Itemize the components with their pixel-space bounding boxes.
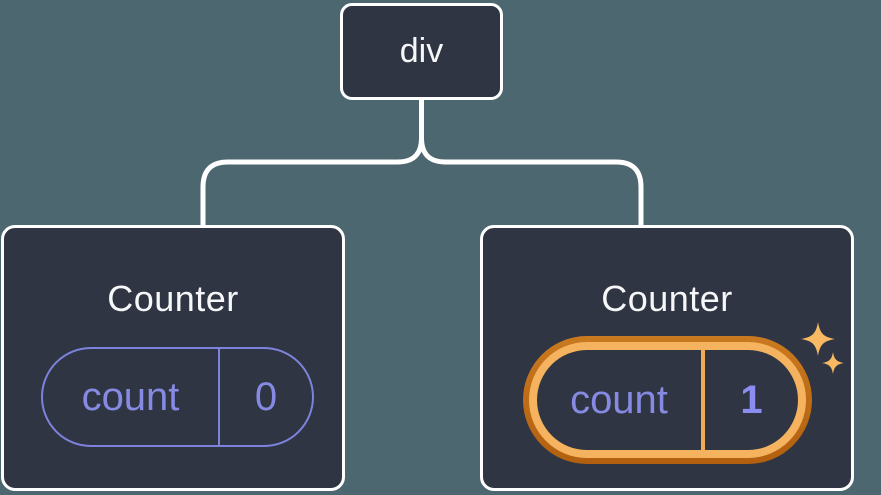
root-node-label: div xyxy=(399,32,444,70)
sparkle-large xyxy=(801,322,835,356)
counter-node-left: Counter count 0 xyxy=(1,225,345,491)
connector-left xyxy=(200,97,424,231)
sparkle-small xyxy=(822,352,844,374)
root-node-div: div xyxy=(340,3,503,100)
state-value-cell-left: 0 xyxy=(220,349,312,445)
state-value-right: 1 xyxy=(740,377,763,422)
state-value-cell-right: 1 xyxy=(705,350,798,450)
state-pill-right: count 1 xyxy=(537,350,798,450)
state-pill-left: count 0 xyxy=(41,347,314,447)
state-value-left: 0 xyxy=(254,374,278,419)
state-key-left: count xyxy=(81,374,180,419)
state-pill-highlight-ring: count 1 xyxy=(529,342,806,458)
state-pill-highlight: count 1 xyxy=(523,336,812,464)
state-key-right: count xyxy=(570,377,668,422)
state-pill-divider-right xyxy=(701,350,705,450)
connector-right xyxy=(419,97,644,231)
state-key-cell-right: count xyxy=(537,350,701,450)
counter-node-right: Counter count 1 xyxy=(480,225,854,491)
counter-left-title: Counter xyxy=(107,278,239,319)
state-key-cell-left: count xyxy=(43,349,218,445)
sparkles-icon xyxy=(801,322,844,374)
counter-right-title: Counter xyxy=(601,278,733,319)
state-pill-divider-left xyxy=(218,349,220,445)
